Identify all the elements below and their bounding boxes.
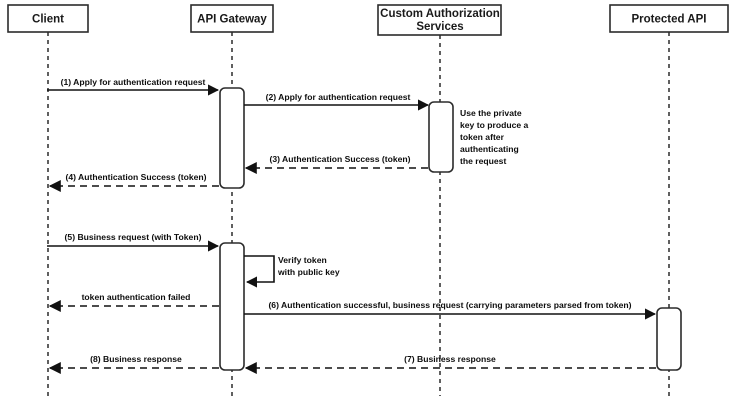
participant-label-api-gateway: API Gateway — [197, 14, 267, 26]
message-label-token-authentication-failed: token authentication failed — [82, 292, 191, 302]
message-self-loop-verify-token — [244, 255, 275, 288]
participant-box-client[interactable] — [7, 4, 89, 33]
note-private-key-line4: authenticating — [460, 144, 519, 154]
message-label-5: (5) Business request (with Token) — [65, 232, 202, 242]
activation-bar-protected-api — [656, 307, 682, 371]
note-private-key-line1: Use the private — [460, 108, 522, 118]
participant-label-client: Client — [32, 14, 64, 26]
activation-bar-gateway-auth — [219, 87, 245, 189]
message-label-6: (6) Authentication successful, business … — [268, 300, 631, 310]
message-label-8: (8) Business response — [90, 354, 182, 364]
participant-api-gateway[interactable]: API Gateway — [190, 4, 274, 33]
participant-box-custom-authorization-services[interactable] — [377, 4, 502, 36]
activation-bar-gateway-business — [219, 242, 245, 371]
message-label-7: (7) Business response — [404, 354, 496, 364]
note-private-key-line5: the request — [460, 156, 506, 166]
participant-custom-authorization-services[interactable]: Custom Authorization Services — [377, 4, 502, 36]
messages-group — [47, 84, 657, 374]
message-label-4: (4) Authentication Success (token) — [65, 172, 206, 182]
participant-box-protected-api[interactable] — [609, 4, 729, 33]
message-label-self-loop-line2: with public key — [277, 267, 340, 277]
message-label-self-loop-line1: Verify token — [278, 255, 327, 265]
message-label-3: (3) Authentication Success (token) — [269, 154, 410, 164]
participant-protected-api[interactable]: Protected API — [609, 4, 729, 33]
participant-box-api-gateway[interactable] — [190, 4, 274, 33]
note-private-key-line3: token after — [460, 132, 505, 142]
participant-label-custom-authorization-services-line1: Custom Authorization — [380, 8, 500, 20]
note-private-key-line2: key to produce a — [460, 120, 529, 130]
activation-bar-auth-service — [428, 101, 454, 173]
note-private-key: Use the private key to produce a token a… — [460, 108, 529, 166]
participant-client[interactable]: Client — [7, 4, 89, 33]
message-label-2: (2) Apply for authentication request — [266, 92, 411, 102]
activations-group — [219, 87, 682, 371]
participant-label-protected-api: Protected API — [632, 14, 707, 26]
message-label-1: (1) Apply for authentication request — [61, 77, 206, 87]
message-labels-group: (1) Apply for authentication request (2)… — [61, 77, 632, 364]
participant-label-custom-authorization-services-line2: Services — [416, 21, 463, 33]
